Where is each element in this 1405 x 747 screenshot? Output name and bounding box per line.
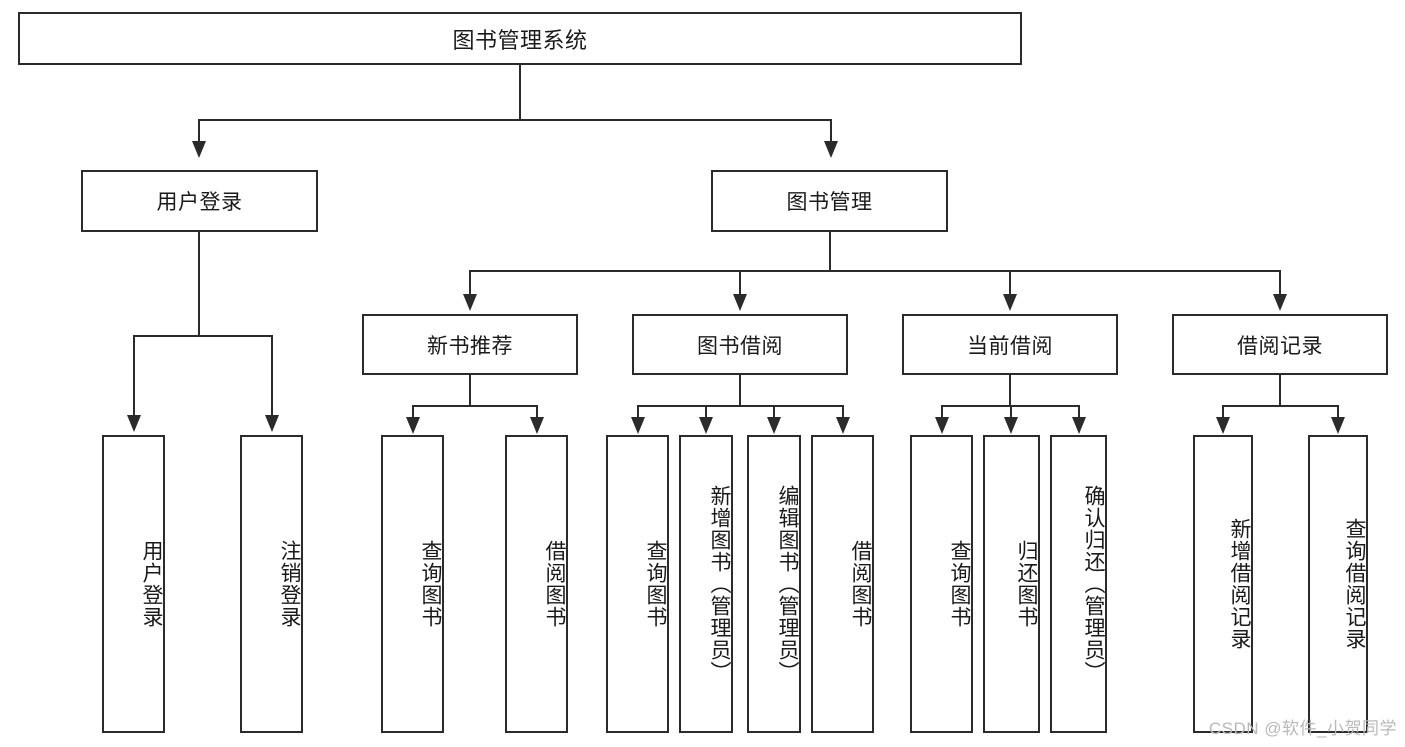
arrow-user-to-leaf0	[127, 415, 141, 432]
leaf-user-logout[interactable]: 注销登录	[240, 435, 303, 733]
leaf-newbook-borrow-book[interactable]: 借阅图书	[505, 435, 568, 733]
connector-curborrow-to-leaf2	[1078, 405, 1080, 419]
node-user-login[interactable]: 用户登录	[81, 170, 318, 232]
node-label: 图书借阅	[697, 334, 783, 358]
arrow-bookborrow-to-leaf1	[699, 417, 713, 434]
arrow-borrowrec-to-leaf1	[1331, 417, 1345, 434]
node-label: 借阅记录	[1237, 334, 1323, 358]
arrow-curborrow-to-leaf1	[1004, 417, 1018, 434]
connector-bookborrow-to-leaf2	[773, 405, 775, 419]
node-label: 借阅图书	[849, 540, 872, 628]
leaf-user-login-query[interactable]: 用户登录	[102, 435, 165, 733]
connector-root-stem	[519, 65, 521, 120]
node-label: 查询图书	[644, 540, 667, 628]
node-label: 编辑图书（管理员）	[776, 485, 799, 683]
arrow-bookmgmt-to-l3-0	[463, 294, 477, 311]
node-label: 借阅图书	[543, 540, 566, 628]
leaf-bookborrow-borrow-book[interactable]: 借阅图书	[811, 435, 874, 733]
arrow-bookmgmt-to-l3-3	[1273, 294, 1287, 311]
connector-bookborrow-to-leaf1	[705, 405, 707, 419]
node-label: 当前借阅	[967, 334, 1053, 358]
node-book-management[interactable]: 图书管理	[711, 170, 948, 232]
watermark-text: CSDN @软件_小贺同学	[1208, 719, 1397, 738]
arrow-bookmgmt-to-l3-1	[733, 294, 747, 311]
leaf-bookborrow-edit-book[interactable]: 编辑图书（管理员）	[747, 435, 801, 733]
connector-bookborrow-to-leaf0	[637, 405, 639, 419]
arrow-borrowrec-to-leaf0	[1216, 417, 1230, 434]
node-label: 新增借阅记录	[1228, 518, 1251, 650]
connector-bookmgmt-bus	[469, 270, 1281, 272]
leaf-borrowrec-query-record[interactable]: 查询借阅记录	[1308, 435, 1368, 733]
arrow-curborrow-to-leaf0	[935, 417, 949, 434]
leaf-bookborrow-query-book[interactable]: 查询图书	[606, 435, 669, 733]
node-label: 新书推荐	[427, 334, 513, 358]
connector-root-to-bookmgmt	[830, 119, 832, 143]
connector-user-bus	[133, 335, 273, 337]
connector-borrowrec-stem	[1279, 375, 1281, 406]
node-label: 用户登录	[140, 540, 163, 628]
connector-user-to-leaf1	[271, 335, 273, 417]
arrow-bookborrow-to-leaf2	[767, 417, 781, 434]
connector-root-bus	[198, 119, 832, 121]
node-label: 查询图书	[419, 540, 442, 628]
node-book-borrow[interactable]: 图书借阅	[632, 314, 848, 375]
node-root-system[interactable]: 图书管理系统	[18, 12, 1022, 65]
connector-user-stem	[198, 232, 200, 336]
arrow-user-to-leaf1	[265, 415, 279, 432]
connector-root-to-user	[198, 119, 200, 143]
connector-bookborrow-to-leaf3	[842, 405, 844, 419]
node-label: 确认归还（管理员）	[1082, 485, 1105, 683]
connector-borrowrec-to-leaf1	[1337, 405, 1339, 419]
node-label: 新增图书（管理员）	[708, 485, 731, 683]
connector-curborrow-to-leaf0	[941, 405, 943, 419]
node-label: 查询图书	[948, 540, 971, 628]
arrow-root-to-bookmgmt	[824, 141, 838, 158]
node-current-borrow[interactable]: 当前借阅	[902, 314, 1118, 375]
arrow-curborrow-to-leaf2	[1072, 417, 1086, 434]
connector-bookmgmt-to-l3-3	[1279, 270, 1281, 296]
arrow-bookborrow-to-leaf3	[836, 417, 850, 434]
connector-bookborrow-bus	[637, 405, 844, 407]
node-label: 用户登录	[156, 191, 243, 214]
connector-user-to-leaf0	[133, 335, 135, 417]
connector-bookmgmt-to-l3-2	[1009, 270, 1011, 296]
connector-bookmgmt-to-l3-0	[469, 270, 471, 296]
leaf-curborrow-query-book[interactable]: 查询图书	[910, 435, 973, 733]
connector-borrowrec-to-leaf0	[1222, 405, 1224, 419]
node-label: 注销登录	[278, 540, 301, 628]
connector-newbook-bus	[412, 405, 538, 407]
arrow-bookborrow-to-leaf0	[631, 417, 645, 434]
connector-newbook-to-leaf0	[412, 405, 414, 419]
connector-borrowrec-bus	[1222, 405, 1339, 407]
node-label: 图书管理	[786, 191, 873, 214]
leaf-newbook-query-book[interactable]: 查询图书	[381, 435, 444, 733]
node-new-book-recommend[interactable]: 新书推荐	[362, 314, 578, 375]
connector-bookmgmt-stem	[829, 232, 831, 271]
leaf-bookborrow-add-book[interactable]: 新增图书（管理员）	[679, 435, 733, 733]
connector-newbook-to-leaf1	[536, 405, 538, 419]
leaf-borrowrec-add-record[interactable]: 新增借阅记录	[1193, 435, 1253, 733]
arrow-bookmgmt-to-l3-2	[1003, 294, 1017, 311]
node-label: 查询借阅记录	[1343, 518, 1366, 650]
connector-curborrow-to-leaf1	[1010, 405, 1012, 419]
node-label: 归还图书	[1015, 540, 1038, 628]
connector-bookborrow-stem	[739, 375, 741, 406]
arrow-newbook-to-leaf1	[530, 417, 544, 434]
leaf-curborrow-confirm-return[interactable]: 确认归还（管理员）	[1050, 435, 1107, 733]
arrow-newbook-to-leaf0	[406, 417, 420, 434]
connector-newbook-stem	[469, 375, 471, 406]
arrow-root-to-user	[192, 141, 206, 158]
leaf-curborrow-return-book[interactable]: 归还图书	[983, 435, 1040, 733]
node-label: 图书管理系统	[452, 27, 588, 53]
connector-bookmgmt-to-l3-1	[739, 270, 741, 296]
connector-curborrow-stem	[1009, 375, 1011, 406]
node-borrow-record[interactable]: 借阅记录	[1172, 314, 1388, 375]
